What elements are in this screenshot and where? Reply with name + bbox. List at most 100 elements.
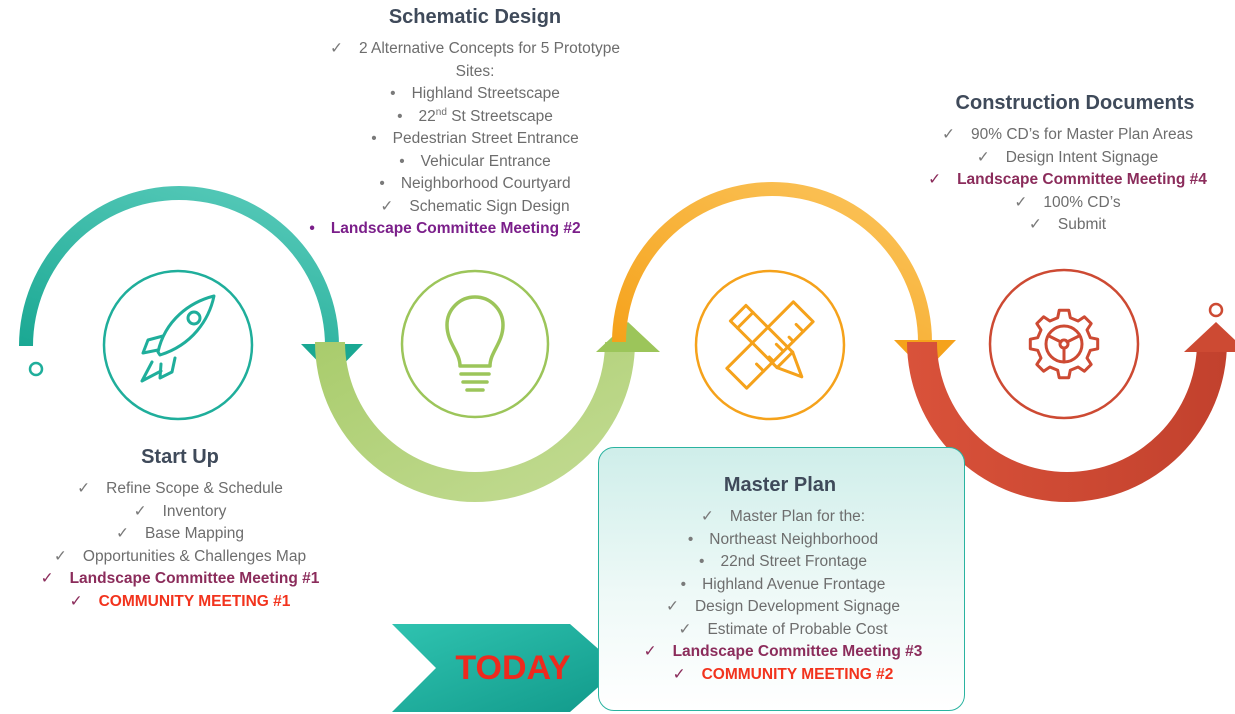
bullet-icon: •	[309, 220, 315, 237]
masterplan-title: Master Plan	[723, 474, 837, 496]
masterplan-list-item-text: Northeast Neighborhood	[709, 530, 879, 548]
schematic-list-item-text: Sites:	[455, 62, 495, 80]
schematic-list-item-text: 2 Alternative Concepts for 5 Prototype	[358, 40, 621, 57]
checkmark-icon: ✓	[77, 480, 91, 497]
checkmark-icon: ✓	[672, 665, 686, 683]
schematic-list-item: Sites:	[240, 61, 710, 84]
construction-list-item: ✓ Submit	[900, 214, 1235, 237]
startup-list-item-text: Refine Scope & Schedule	[106, 480, 283, 497]
schematic-list-item-text: Pedestrian Street Entrance	[392, 130, 579, 147]
schematic-list-item: • Pedestrian Street Entrance	[240, 128, 710, 151]
startup-list-item: ✓ Inventory	[0, 501, 360, 524]
masterplan-list: ✓Master Plan for the:•Northeast Neighbor…	[598, 506, 968, 686]
lime-arc	[315, 342, 635, 502]
startup-list-item: ✓ Landscape Committee Meeting #1	[0, 568, 360, 591]
checkmark-icon: ✓	[133, 502, 147, 520]
lime-arc-arrowhead	[596, 322, 660, 352]
masterplan-list-item-text: Landscape Committee Meeting #3	[672, 643, 923, 660]
bullet-icon: •	[371, 130, 377, 147]
schematic-list-item: • Highland Streetscape	[240, 83, 710, 106]
startup-list-item: ✓ Opportunities & Challenges Map	[0, 546, 360, 569]
masterplan-list-item-text: Master Plan for the:	[729, 508, 866, 525]
checkmark-icon: ✓	[976, 148, 990, 166]
masterplan-list-item-text: COMMUNITY MEETING #2	[701, 665, 894, 683]
checkmark-icon: ✓	[69, 592, 83, 610]
masterplan-list-item: • 22nd Street Frontage	[598, 551, 968, 574]
construction-list-item: ✓Landscape Committee Meeting #4	[900, 169, 1235, 192]
masterplan-list-item-text: Estimate of Probable Cost	[707, 620, 888, 638]
schematic-list-item: • 22nd St Streetscape	[240, 106, 710, 129]
checkmark-icon: ✓	[329, 40, 343, 57]
bullet-icon: •	[687, 530, 694, 548]
checkmark-icon: ✓	[678, 620, 692, 638]
startup-title: Start Up	[141, 446, 219, 468]
construction-list-item: ✓ 100% CD’s	[900, 192, 1235, 215]
checkmark-icon: ✓	[700, 508, 714, 525]
startup-list-item-text: Base Mapping	[144, 525, 245, 542]
masterplan-list-item: •Highland Avenue Frontage	[598, 574, 968, 597]
construction-list-item: ✓ 90% CD’s for Master Plan Areas	[900, 124, 1235, 147]
construction-list: ✓ 90% CD’s for Master Plan Areas ✓ Design I…	[900, 124, 1235, 237]
end-dot	[1208, 302, 1224, 318]
construction-list-item-text: Landscape Committee Meeting #4	[957, 171, 1207, 188]
construction-title: Construction Documents	[955, 92, 1195, 114]
pencil-ruler-icon	[725, 300, 815, 390]
bullet-icon: •	[397, 107, 403, 125]
masterplan-list-item: ✓ Estimate of Probable Cost	[598, 619, 968, 642]
startup-list-item-text: Inventory	[162, 502, 227, 520]
startup-icon-circle	[102, 269, 254, 421]
construction-list-item-text: Design Intent Signage	[1005, 148, 1159, 166]
checkmark-icon: ✓	[40, 570, 54, 587]
schematic-list-item: • Neighborhood Courtyard	[240, 173, 710, 196]
today-label: TODAY	[455, 649, 571, 687]
red-arc-arrowhead	[1184, 322, 1235, 352]
masterplan-list-item: ✓ Landscape Committee Meeting #3	[598, 641, 968, 664]
bullet-icon: •	[379, 175, 385, 192]
schematic-list-item: • Landscape Committee Meeting #2	[210, 218, 680, 241]
schematic-list-item-text: Neighborhood Courtyard	[400, 175, 571, 192]
startup-list-item: ✓ Refine Scope & Schedule	[0, 478, 360, 501]
masterplan-icon-circle	[694, 269, 846, 421]
schematic-list-item-text: 22nd St Streetscape	[418, 106, 553, 125]
checkmark-icon: ✓	[53, 547, 67, 565]
startup-list-item: ✓COMMUNITY MEETING #1	[0, 591, 360, 614]
gear-icon	[1028, 308, 1100, 380]
today-arrow	[392, 624, 620, 712]
red-arc	[907, 342, 1227, 502]
construction-list-item-text: 100% CD’s	[1043, 193, 1121, 211]
construction-icon-circle	[988, 268, 1140, 420]
rocket-icon	[140, 294, 216, 383]
lightbulb-icon	[445, 295, 505, 392]
bullet-icon: •	[699, 553, 705, 570]
checkmark-icon: ✓	[1028, 216, 1042, 233]
startup-list-item: ✓ Base Mapping	[0, 523, 360, 546]
schematic-list-item-text: Landscape Committee Meeting #2	[330, 220, 581, 237]
masterplan-list-item-text: Highland Avenue Frontage	[702, 575, 886, 593]
schematic-list-item-text: Vehicular Entrance	[420, 152, 551, 170]
checkmark-icon: ✓	[665, 598, 679, 615]
masterplan-list-item: ✓Design Development Signage	[598, 596, 968, 619]
startup-list-item-text: Landscape Committee Meeting #1	[69, 570, 320, 587]
checkmark-icon: ✓	[643, 643, 657, 660]
masterplan-list-item: • Northeast Neighborhood	[598, 529, 968, 552]
masterplan-list-item: ✓ COMMUNITY MEETING #2	[598, 664, 968, 687]
bullet-icon: •	[390, 85, 396, 102]
construction-list-item-text: Submit	[1057, 216, 1107, 233]
start-dot	[28, 361, 44, 377]
checkmark-icon: ✓	[380, 197, 394, 215]
startup-list-item-text: Opportunities & Challenges Map	[82, 547, 307, 565]
bullet-icon: •	[399, 152, 405, 170]
startup-list: ✓ Refine Scope & Schedule ✓ Inventory ✓ Base …	[0, 478, 360, 613]
masterplan-list-item: ✓ Master Plan for the:	[598, 506, 968, 529]
checkmark-icon: ✓	[942, 126, 955, 143]
schematic-list-item: • Vehicular Entrance	[240, 151, 710, 174]
masterplan-list-item-text: 22nd Street Frontage	[720, 553, 867, 570]
construction-list-item-text: 90% CD’s for Master Plan Areas	[971, 126, 1193, 143]
checkmark-icon: ✓	[1014, 193, 1028, 211]
schematic-list-item-text: Highland Streetscape	[411, 85, 560, 102]
masterplan-card	[598, 447, 965, 711]
schematic-icon-circle	[400, 269, 550, 419]
checkmark-icon: ✓	[115, 525, 129, 542]
